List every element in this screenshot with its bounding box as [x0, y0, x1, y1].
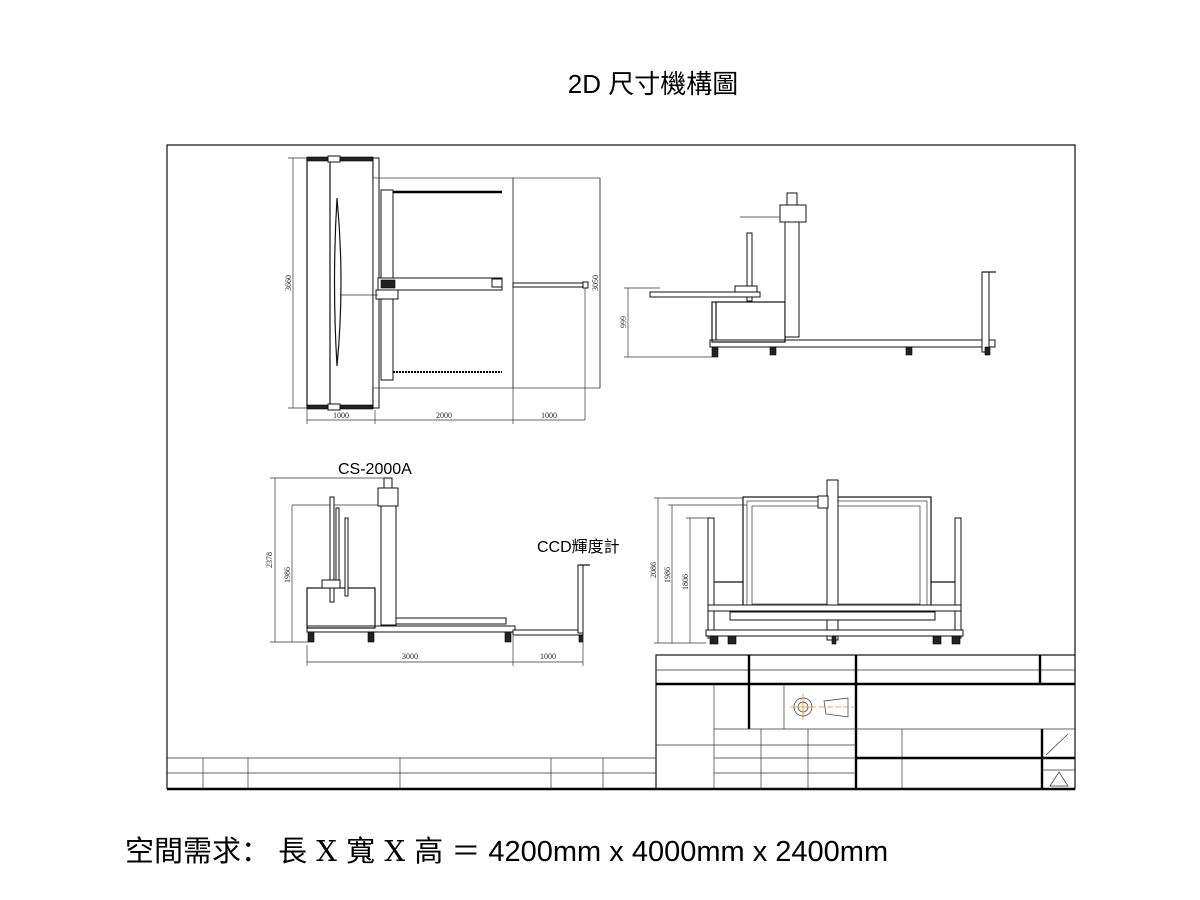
dim-1986: 1986 [283, 567, 292, 583]
dim-2086: 2086 [649, 562, 658, 578]
equals-sign: ＝ [451, 834, 481, 868]
dim-2000: 2000 [436, 411, 452, 420]
top-view: 3660 3050 1000 2000 1000 [284, 155, 601, 424]
space-requirement-label: 空間需求： [125, 834, 271, 868]
dim-999: 999 [619, 316, 628, 328]
dim-3050: 3050 [591, 275, 600, 291]
side-view: 999 [619, 192, 996, 358]
sheet-border [166, 144, 1076, 791]
dim-1000-a: 1000 [333, 411, 349, 420]
dims-text: 長 X 寬 X 高 [278, 834, 444, 868]
triangle-symbol-icon [1049, 771, 1069, 787]
dim-1000-c: 1000 [540, 652, 556, 661]
dim-3000: 3000 [402, 652, 418, 661]
dim-2378: 2378 [265, 552, 274, 568]
projection-symbol-icon [790, 694, 854, 720]
dim-1806: 1806 [681, 574, 690, 590]
side-view-2: CS-2000A CCD輝度計 2378 1986 3000 1000 [265, 461, 620, 666]
title-block [167, 654, 1076, 790]
dim-3660: 3660 [284, 275, 293, 291]
space-requirement-value: 4200mm x 4000mm x 2400mm [488, 836, 889, 868]
dim-1000-b: 1000 [541, 411, 557, 420]
page-title: 2D 尺寸機構圖 [567, 69, 739, 99]
dim-1986-b: 1986 [663, 567, 672, 583]
ccd-label: CCD輝度計 [537, 538, 620, 556]
instrument-label: CS-2000A [338, 461, 412, 478]
front-view: 2086 1986 1806 [649, 479, 964, 645]
space-requirement: 空間需求： 長 X 寬 X 高 ＝ 4200mm x 4000mm x 2400… [125, 828, 888, 870]
